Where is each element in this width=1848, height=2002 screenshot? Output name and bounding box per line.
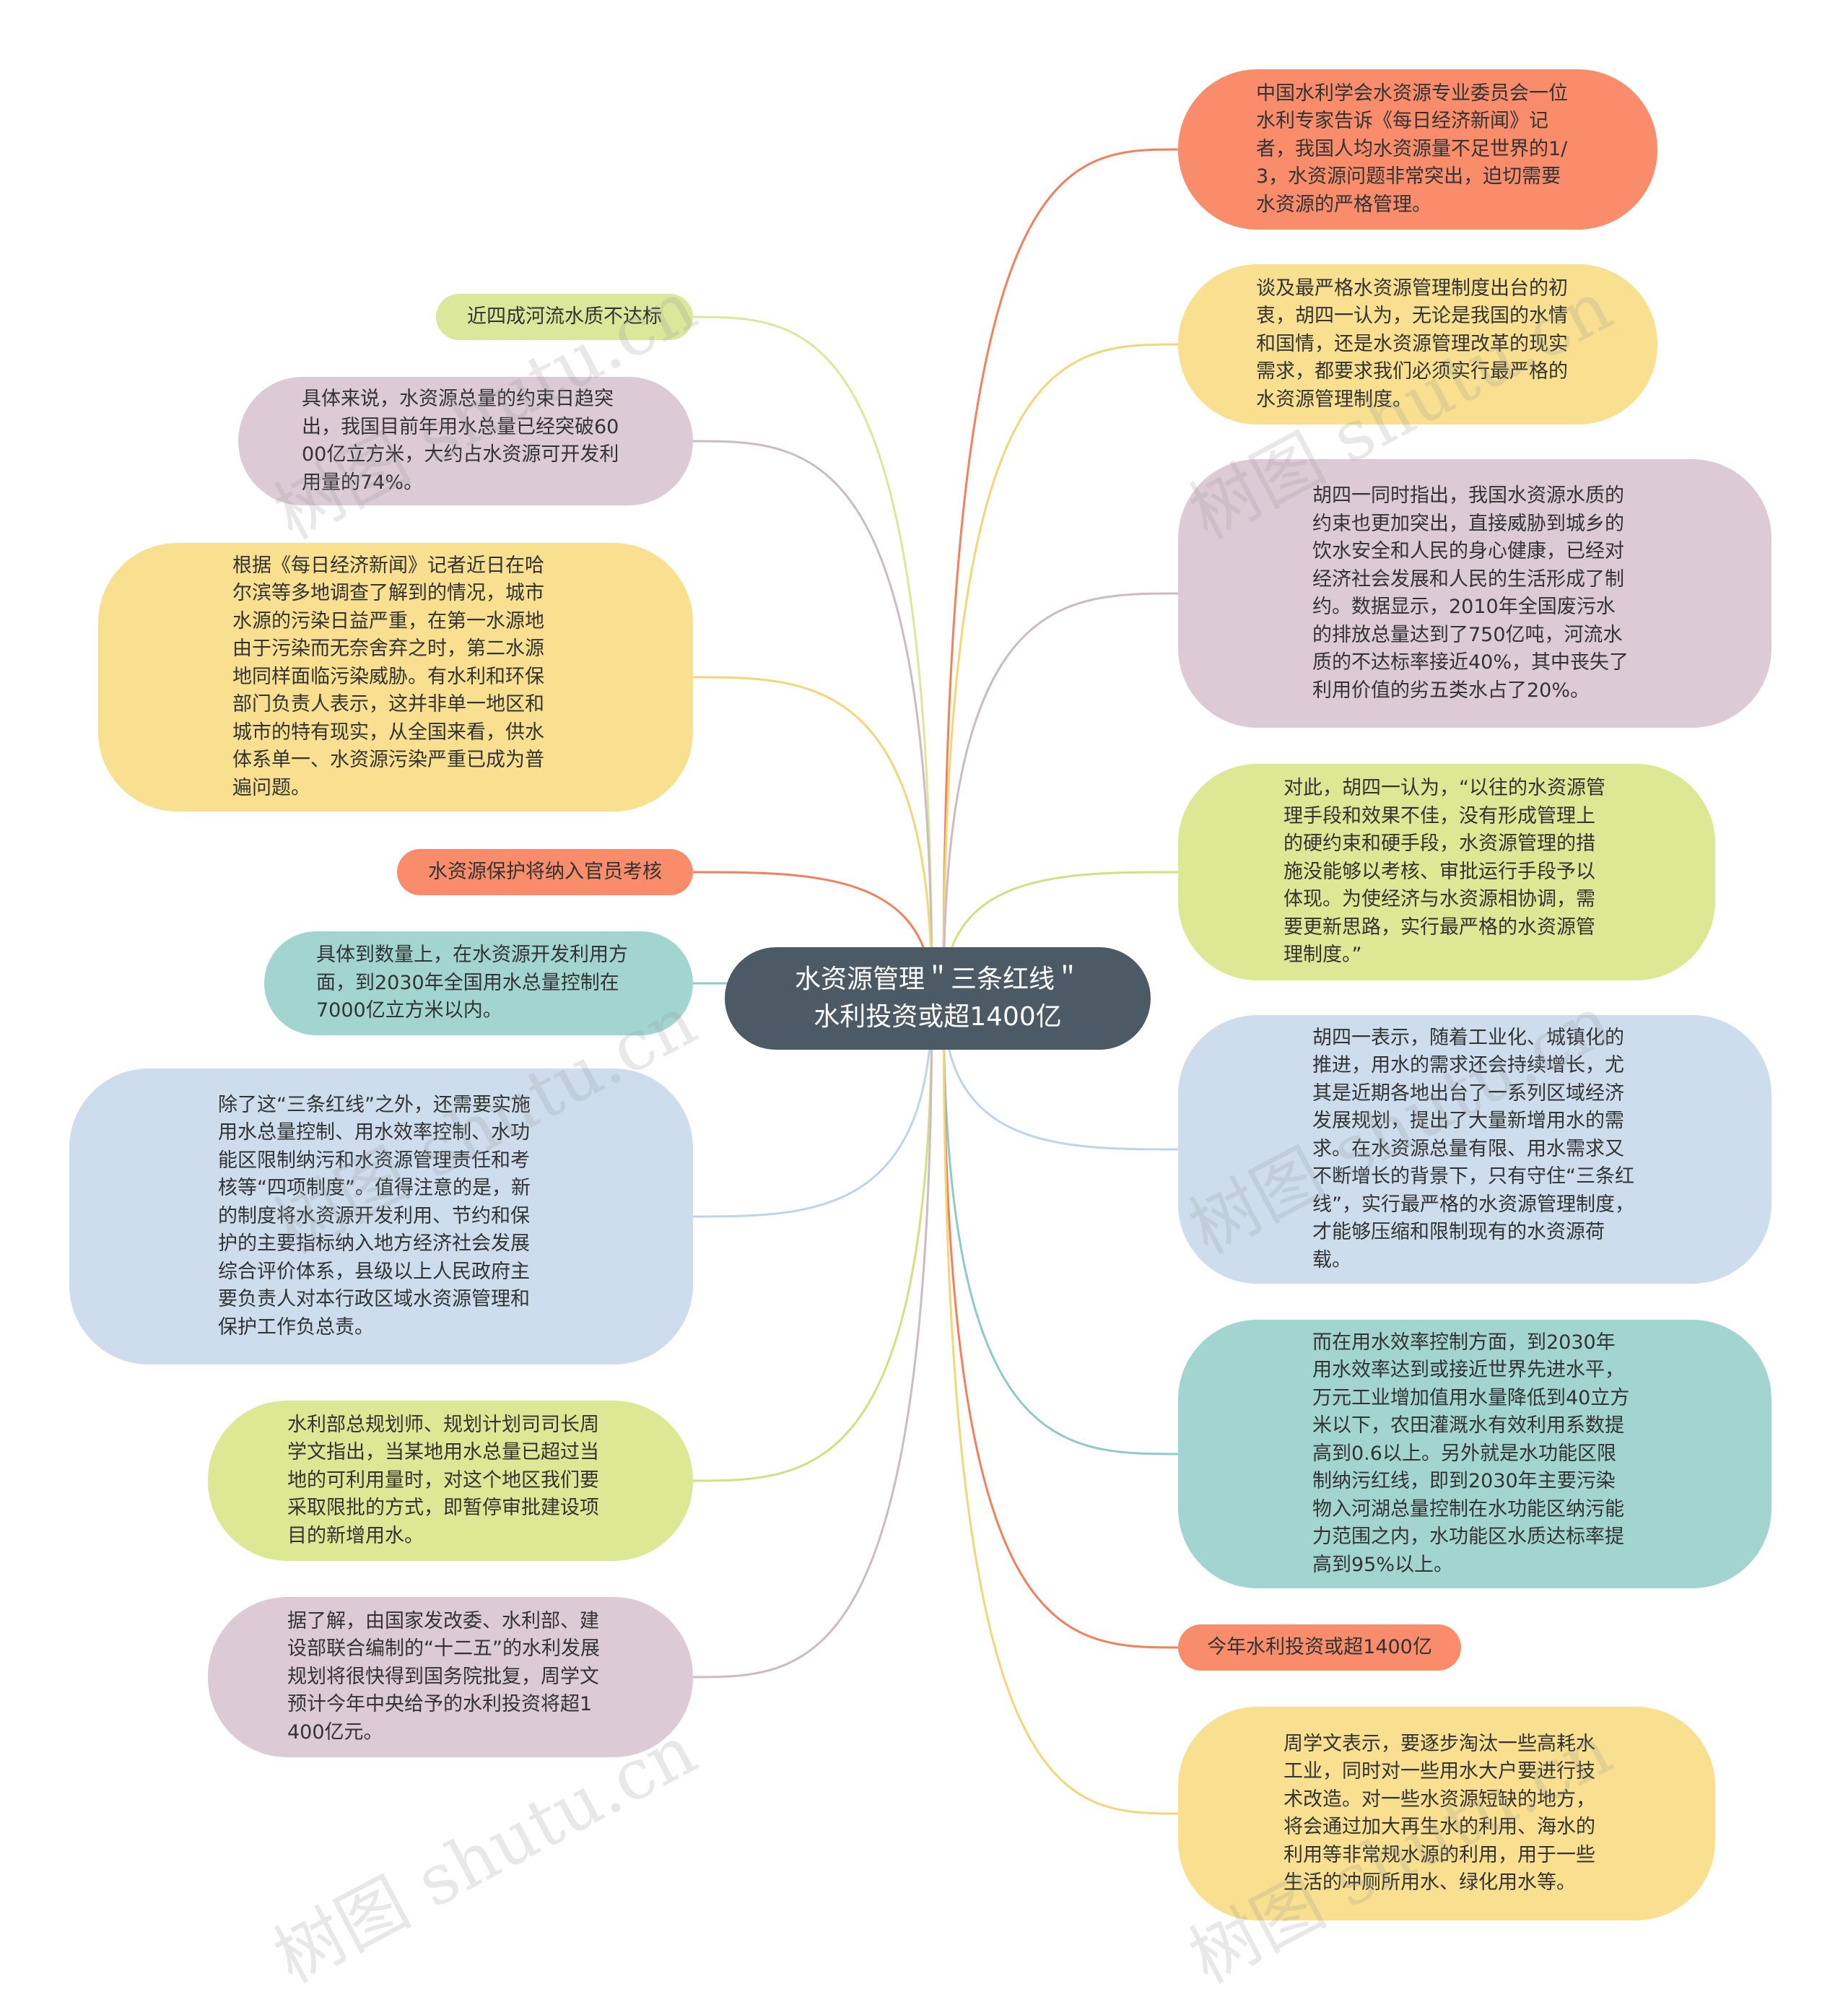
branch-2030-total-note[interactable]: 具体到数量上，在水资源开发利用方面，到2030年全国用水总量控制在7000亿立方…: [264, 931, 693, 1035]
branch-total-volume-note[interactable]: 具体来说，水资源总量的约束日趋突出，我国目前年用水总量已经突破6000亿立方米，…: [238, 377, 693, 505]
branch-expert-comment-note[interactable]: 中国水利学会水资源专业委员会一位水利专家告诉《每日经济新闻》记者，我国人均水资源…: [1178, 69, 1657, 230]
branch-investment-pill[interactable]: 今年水利投资或超1400亿: [1178, 1624, 1461, 1671]
branch-industrial-phaseout-note[interactable]: 周学文表示，要逐步淘汰一些高耗水工业，同时对一些用水大户要进行技术改造。对一些水…: [1178, 1707, 1715, 1920]
branch-text: 周学文表示，要逐步淘汰一些高耗水工业，同时对一些用水大户要进行技术改造。对一些水…: [1283, 1732, 1595, 1894]
branch-text: 据了解，由国家发改委、水利部、建设部联合编制的“十二五”的水利发展规划将很快得到…: [287, 1609, 600, 1744]
connector-line: [692, 998, 933, 1482]
connector-line: [942, 998, 1179, 1649]
branch-urban-pollution-note[interactable]: 根据《每日经济新闻》记者近日在哈尔滨等多地调查了解到的情况，城市水源的污染日益严…: [98, 543, 693, 811]
branch-water-quality-data-note[interactable]: 胡四一同时指出，我国水资源水质的约束也更加突出，直接威胁到城乡的饮水安全和人民的…: [1178, 459, 1771, 728]
branch-text: 具体来说，水资源总量的约束日趋突出，我国目前年用水总量已经突破6000亿立方米，…: [302, 388, 619, 494]
branch-12th-plan-note[interactable]: 据了解，由国家发改委、水利部、建设部联合编制的“十二五”的水利发展规划将很快得到…: [208, 1597, 693, 1757]
branch-text: 中国水利学会水资源专业委员会一位水利专家告诉《每日经济新闻》记者，我国人均水资源…: [1256, 82, 1568, 216]
connector-line: [692, 998, 933, 1218]
central-topic-line1: 水资源管理＂三条红线＂: [794, 965, 1081, 994]
branch-text: 水利部总规划师、规划计划司司长周学文指出，当某地用水总量已超过当地的可利用量时，…: [287, 1413, 599, 1547]
connector-line: [692, 440, 933, 999]
branch-original-intent-note[interactable]: 谈及最严格水资源管理制度出台的初衷，胡四一认为，无论是我国的水情和国情，还是水资…: [1178, 264, 1657, 425]
branch-text: 对此，胡四一认为，“以往的水资源管理手段和效果不佳，没有形成管理上的硬约束和硬手…: [1283, 777, 1605, 967]
branch-three-red-lines-note[interactable]: 胡四一表示，随着工业化、城镇化的推进，用水的需求还会持续增长，尤其是近期各地出台…: [1178, 1015, 1771, 1284]
central-topic[interactable]: 水资源管理＂三条红线＂ 水利投资或超1400亿: [725, 947, 1151, 1050]
connector-line: [942, 998, 1179, 1815]
branch-label: 近四成河流水质不达标: [467, 305, 662, 328]
branch-text: 而在用水效率控制方面，到2030年用水效率达到或接近世界先进水平，万元工业增加值…: [1312, 1331, 1630, 1576]
branch-four-systems-note[interactable]: 除了这“三条红线”之外，还需要实施用水总量控制、用水效率控制、水功能区限制纳污和…: [69, 1069, 693, 1365]
connector-line: [692, 676, 933, 999]
connector-line: [692, 315, 933, 999]
central-topic-line2: 水利投资或超1400亿: [814, 1002, 1062, 1032]
branch-hard-constraint-note[interactable]: 对此，胡四一认为，“以往的水资源管理手段和效果不佳，没有形成管理上的硬约束和硬手…: [1178, 764, 1715, 980]
branch-text: 胡四一同时指出，我国水资源水质的约束也更加突出，直接威胁到城乡的饮水安全和人民的…: [1312, 484, 1629, 702]
branch-text: 具体到数量上，在水资源开发利用方面，到2030年全国用水总量控制在7000亿立方…: [316, 944, 628, 1022]
connector-line: [942, 148, 1179, 999]
branch-text: 胡四一表示，随着工业化、城镇化的推进，用水的需求还会持续增长，尤其是近期各地出台…: [1312, 1026, 1634, 1271]
branch-text: 除了这“三条红线”之外，还需要实施用水总量控制、用水效率控制、水功能区限制纳污和…: [218, 1093, 531, 1339]
connector-line: [942, 998, 1179, 1455]
connector-line: [942, 998, 1179, 1151]
branch-official-assessment-pill[interactable]: 水资源保护将纳入官员考核: [397, 849, 693, 895]
branch-label: 水资源保护将纳入官员考核: [428, 860, 662, 883]
branch-text: 根据《每日经济新闻》记者近日在哈尔滨等多地调查了解到的情况，城市水源的污染日益严…: [232, 554, 544, 799]
branch-river-quality-pill[interactable]: 近四成河流水质不达标: [436, 294, 693, 340]
connector-line: [942, 343, 1179, 999]
branch-label: 今年水利投资或超1400亿: [1207, 1635, 1432, 1658]
branch-text: 谈及最严格水资源管理制度出台的初衷，胡四一认为，无论是我国的水情和国情，还是水资…: [1256, 277, 1568, 411]
branch-efficiency-control-note[interactable]: 而在用水效率控制方面，到2030年用水效率达到或接近世界先进水平，万元工业增加值…: [1178, 1320, 1771, 1588]
connector-line: [692, 998, 933, 1679]
connector-line: [942, 592, 1179, 999]
branch-restricted-approval-note[interactable]: 水利部总规划师、规划计划司司长周学文指出，当某地用水总量已超过当地的可利用量时，…: [208, 1401, 693, 1561]
